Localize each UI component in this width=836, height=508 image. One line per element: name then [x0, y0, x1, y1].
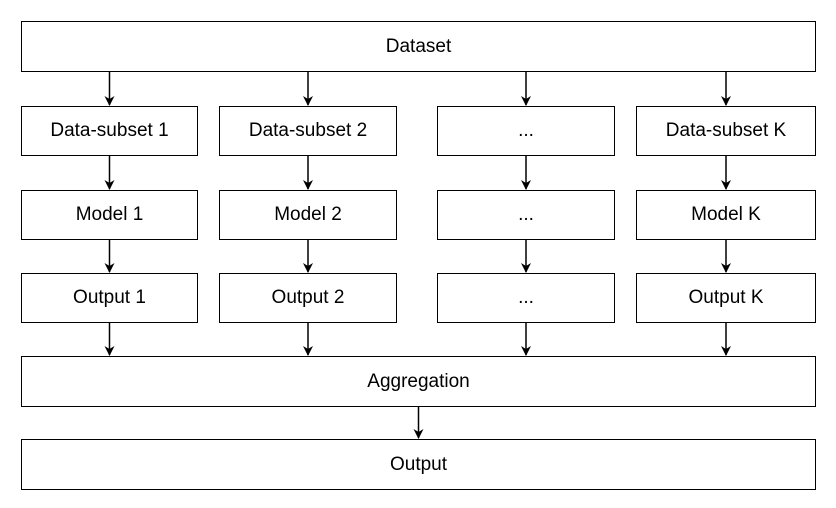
model-k-box: Model K [636, 190, 816, 240]
output-ellipsis-box: ... [437, 273, 615, 323]
dataset-box: Dataset [21, 21, 816, 72]
output-2-box: Output 2 [219, 273, 397, 323]
data-subset-ellipsis-box: ... [437, 106, 615, 156]
data-subset-k-box: Data-subset K [636, 106, 816, 156]
output-k-box: Output K [636, 273, 816, 323]
model-ellipsis-box: ... [437, 190, 615, 240]
model-2-box: Model 2 [219, 190, 397, 240]
data-subset-1-box: Data-subset 1 [21, 106, 198, 156]
data-subset-2-box: Data-subset 2 [219, 106, 397, 156]
model-1-box: Model 1 [21, 190, 198, 240]
aggregation-box: Aggregation [21, 356, 816, 407]
output-1-box: Output 1 [21, 273, 198, 323]
final-output-box: Output [21, 439, 816, 490]
